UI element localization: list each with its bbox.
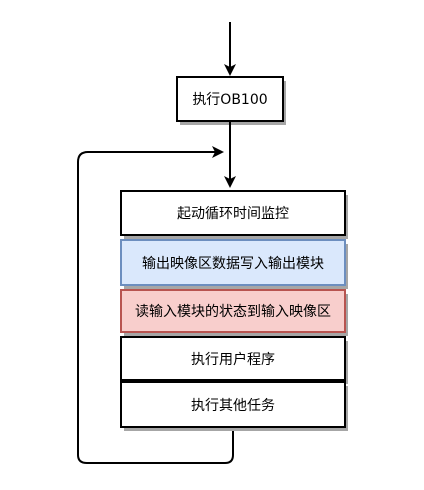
- cycle-step-5: 执行其他任务: [120, 381, 348, 431]
- start-box-label: 执行OB100: [192, 92, 267, 108]
- cycle-step-1: 起动循环时间监控: [120, 190, 348, 239]
- start-box: 执行OB100: [176, 76, 286, 125]
- cycle-step-2-frame: [120, 239, 346, 286]
- cycle-step-4-label: 执行用户程序: [191, 351, 275, 368]
- cycle-step-3-label: 读输入模块的状态到输入映像区: [135, 303, 331, 320]
- start-box-frame: [176, 76, 284, 122]
- cycle-step-4: 执行用户程序: [120, 336, 348, 384]
- cycle-step-4-frame: [120, 336, 346, 381]
- cycle-step-5-label: 执行其他任务: [191, 398, 275, 414]
- cycle-step-3-frame: [120, 289, 346, 333]
- cycle-step-2-label: 输出映像区数据写入输出模块: [142, 256, 324, 272]
- loop-back-arrow: [77, 146, 234, 464]
- cycle-step-2: 输出映像区数据写入输出模块: [120, 239, 348, 289]
- cycle-step-3: 读输入模块的状态到输入映像区: [120, 289, 348, 336]
- cycle-step-1-label: 起动循环时间监控: [177, 206, 289, 222]
- cycle-step-5-frame: [120, 381, 346, 428]
- cycle-step-1-frame: [120, 190, 346, 236]
